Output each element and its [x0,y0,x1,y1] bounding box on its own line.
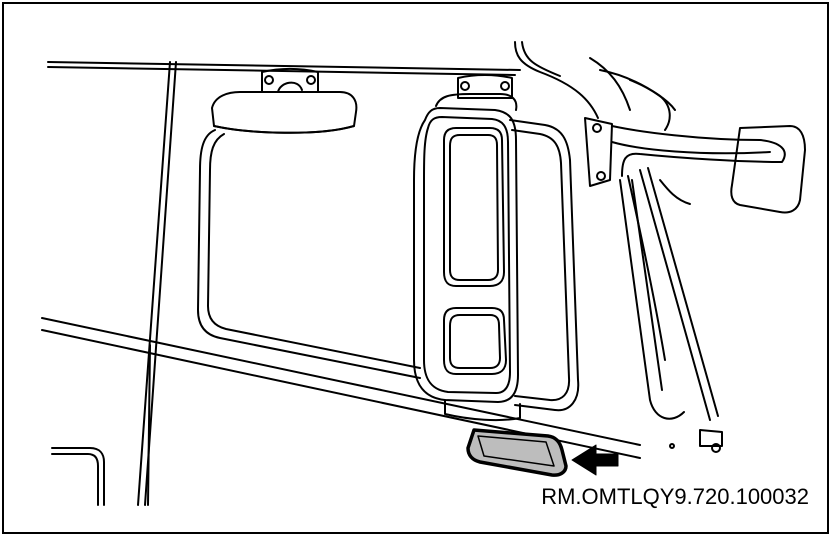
mirror-arm-bracket [584,69,806,214]
main-mirror-housing [413,74,521,422]
pointer-arrow [571,444,619,476]
cab-roof-lines [47,41,631,119]
wheel-arch-fragment [51,447,105,506]
figure-reference-code: RM.OMTLQY9.720.100032 [541,484,809,509]
side-marker-lamp [466,428,568,477]
a-pillar-struts [619,167,723,453]
window-frame [197,119,580,412]
upper-mirror [211,68,358,134]
